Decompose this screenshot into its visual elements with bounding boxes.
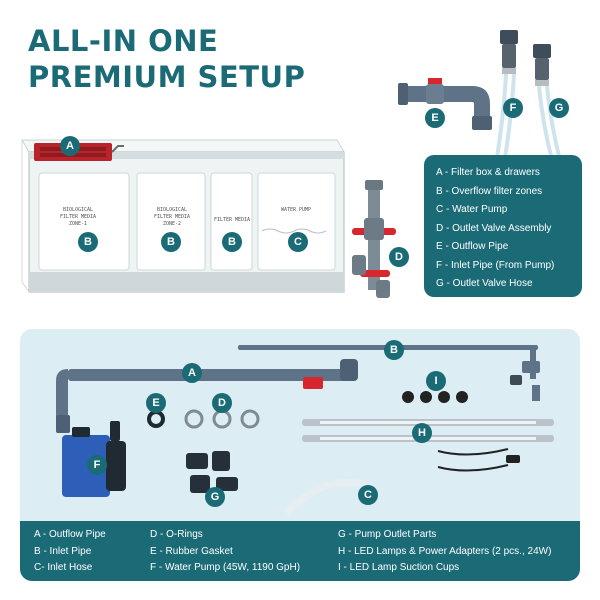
- bottom-legend-col2: D - O-Rings E - Rubber Gasket F - Water …: [150, 527, 300, 577]
- badge-f-bottom: F: [87, 455, 107, 475]
- top-illustration: BIOLOGICAL FILTER MEDIA ZONE-1 BIOLOGICA…: [21, 30, 563, 298]
- badge-a-top: A: [60, 136, 80, 156]
- outflow-pipe-bottom: [56, 359, 358, 433]
- bottom-legend-e: E - Rubber Gasket: [150, 545, 233, 557]
- badge-b-zone1: B: [78, 232, 98, 252]
- badge-e-top: E: [425, 108, 445, 128]
- badge-g-top: G: [549, 98, 569, 118]
- title-line-2: PREMIUM SETUP: [28, 60, 306, 94]
- top-legend-a: A - Filter box & drawers: [436, 167, 540, 178]
- badge-c-bottom: C: [358, 485, 378, 505]
- bottom-legend: A - Outflow Pipe B - Inlet Pipe C- Inlet…: [20, 521, 580, 581]
- zone1-label-line1: BIOLOGICAL: [63, 207, 93, 213]
- pump-outlet-parts: [186, 451, 238, 493]
- zone2-label-line2: FILTER MEDIA: [154, 214, 190, 220]
- badge-c-top: C: [288, 232, 308, 252]
- bottom-legend-c: C- Inlet Hose: [34, 562, 93, 573]
- zone3-label: FILTER MEDIA: [214, 217, 250, 223]
- inlet-pipe: [238, 345, 540, 401]
- badge-h-bottom: H: [412, 423, 432, 443]
- bottom-legend-i: I - LED Lamp Suction Cups: [338, 562, 460, 573]
- bottom-legend-a: A - Outflow Pipe: [34, 529, 106, 540]
- bottom-legend-h: H - LED Lamps & Power Adapters (2 pcs., …: [338, 545, 552, 557]
- top-legend-c: C - Water Pump: [436, 204, 508, 215]
- top-legend-d: D - Outlet Valve Assembly: [436, 222, 552, 234]
- components-illustration: [56, 345, 554, 516]
- outflow-pipe: [398, 78, 492, 130]
- inlet-hoses: [494, 30, 563, 165]
- badge-b-zone3: B: [222, 232, 242, 252]
- suction-cups: [402, 391, 468, 403]
- title-line-1: ALL-IN ONE: [28, 24, 219, 58]
- inlet-hose: [283, 478, 368, 516]
- aquarium-tank: [21, 139, 345, 293]
- top-legend-g: G - Outlet Valve Hose: [436, 278, 533, 289]
- bottom-legend-col1: A - Outflow Pipe B - Inlet Pipe C- Inlet…: [34, 527, 106, 577]
- bottom-legend-b: B - Inlet Pipe: [34, 545, 92, 557]
- outlet-valve-assembly: [352, 180, 396, 298]
- zone2-label-line3: ZONE-2: [163, 221, 181, 227]
- badge-a-bottom: A: [182, 363, 202, 383]
- bottom-legend-d: D - O-Rings: [150, 529, 203, 540]
- top-legend-b: B - Overflow filter zones: [436, 185, 543, 197]
- top-legend-f: F - Inlet Pipe (From Pump): [436, 259, 555, 271]
- o-rings: [184, 409, 260, 429]
- compartment-labels: BIOLOGICAL FILTER MEDIA ZONE-1 BIOLOGICA…: [60, 207, 327, 234]
- badge-e-bottom: E: [146, 393, 166, 413]
- badge-d-top: D: [389, 247, 409, 267]
- water-pump: [62, 421, 126, 497]
- top-legend-e: E - Outflow Pipe: [436, 241, 509, 252]
- badge-b-bottom: B: [384, 340, 404, 360]
- badge-d-bottom: D: [212, 393, 232, 413]
- zone1-label-line2: FILTER MEDIA: [60, 214, 96, 220]
- badge-b-zone2: B: [161, 232, 181, 252]
- zone2-label-line1: BIOLOGICAL: [157, 207, 187, 213]
- pump-zone-label: WATER PUMP: [281, 207, 311, 213]
- bottom-legend-f: F - Water Pump (45W, 1190 GpH): [150, 562, 301, 573]
- rubber-gasket: [147, 410, 165, 428]
- badge-i-bottom: I: [426, 371, 446, 391]
- zone1-label-line3: ZONE-1: [69, 221, 87, 227]
- top-legend: A - Filter box & drawers B - Overflow fi…: [424, 155, 582, 297]
- bottom-legend-g: G - Pump Outlet Parts: [338, 529, 437, 540]
- badge-g-bottom: G: [205, 487, 225, 507]
- bottom-legend-col3: G - Pump Outlet Parts H - LED Lamps & Po…: [338, 527, 551, 577]
- components-panel: B A E D I H F G C A - Outflow Pipe B - I…: [20, 329, 580, 581]
- badge-f-top: F: [503, 98, 523, 118]
